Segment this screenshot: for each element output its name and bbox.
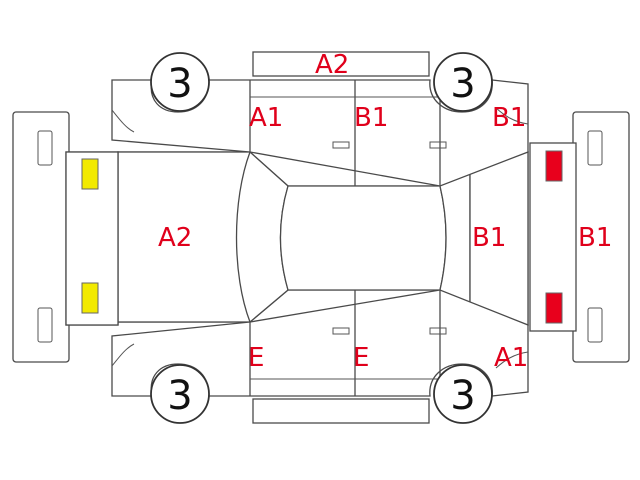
- wheel-front-left-label: 3: [167, 61, 192, 107]
- wheel-rear-right-label: 3: [450, 373, 475, 419]
- code-rear-hatch: B1: [472, 223, 506, 253]
- code-front-door-lower: E: [248, 343, 264, 373]
- front-lamp-upper: [81, 158, 99, 190]
- wheel-rear-left: 3: [150, 364, 210, 424]
- code-rear-bumper: B1: [578, 223, 612, 253]
- wheel-front-right: 3: [433, 52, 493, 112]
- wheel-rear-left-label: 3: [167, 373, 192, 419]
- wheel-rear-right: 3: [433, 364, 493, 424]
- roof-strip-top: [252, 51, 430, 77]
- wheel-front-left: 3: [150, 52, 210, 112]
- code-rear-quarter-lower: A1: [494, 343, 528, 373]
- rear-lamp-lower: [545, 292, 563, 324]
- code-hood: A2: [158, 223, 192, 253]
- code-front-door-upper: A1: [249, 103, 283, 133]
- roof-strip-bottom: [252, 398, 430, 424]
- front-lamp-lower: [81, 282, 99, 314]
- code-roof-top: A2: [315, 50, 349, 80]
- rear-lamp-upper: [545, 150, 563, 182]
- wheel-front-right-label: 3: [450, 61, 475, 107]
- front-bumper: [12, 111, 70, 363]
- code-rear-quarter-upper: B1: [492, 103, 526, 133]
- code-rear-door-lower: E: [353, 343, 369, 373]
- code-rear-door-upper: B1: [354, 103, 388, 133]
